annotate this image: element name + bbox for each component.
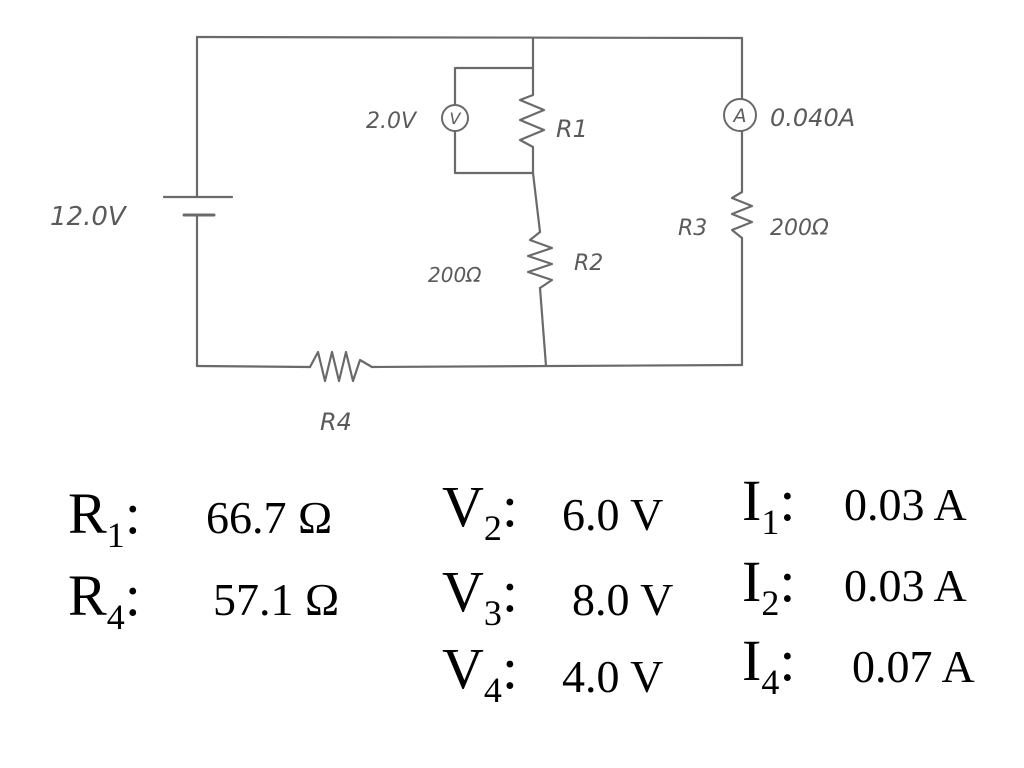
result-symbol: I xyxy=(742,628,762,693)
result-v4: V4: 4.0 V xyxy=(442,636,664,710)
result-i4: I4: 0.07 A xyxy=(742,628,975,702)
result-value: 0.07 A xyxy=(852,641,975,692)
resistor-r1 xyxy=(518,66,546,175)
result-symbol: V xyxy=(442,474,484,539)
battery-symbol xyxy=(162,195,234,217)
result-subscript: 2 xyxy=(761,583,780,623)
bottom-wire-left xyxy=(195,364,312,369)
resistor-r4 xyxy=(308,350,374,383)
result-symbol: R xyxy=(68,563,107,628)
result-symbol: I xyxy=(742,468,762,533)
circuit-diagram: V A 12.0V 2.0V R1 0.040A R3 200Ω 200Ω R2… xyxy=(50,35,855,436)
resistor-r2 xyxy=(526,230,554,290)
r4-label: R4 xyxy=(320,408,352,436)
ammeter-reading-label: 0.040A xyxy=(770,104,855,132)
top-wire xyxy=(195,35,744,40)
result-value: 8.0 V xyxy=(572,574,674,625)
result-r1: R1: 66.7 Ω xyxy=(68,481,333,555)
resistor-r3 xyxy=(730,190,754,240)
result-symbol: R xyxy=(68,481,107,546)
r3-label: R3 xyxy=(678,216,707,241)
voltmeter-icon: V xyxy=(441,104,469,132)
result-r4: R4: 57.1 Ω xyxy=(68,563,340,637)
r3-value-label: 200Ω xyxy=(770,216,829,241)
middle-wire-mid xyxy=(531,171,542,234)
result-symbol: I xyxy=(742,549,762,614)
result-i2: I2: 0.03 A xyxy=(742,549,967,623)
result-subscript: 1 xyxy=(761,502,780,542)
middle-wire-bottom xyxy=(538,286,548,368)
result-subscript: 4 xyxy=(106,597,125,637)
r2-value-label: 200Ω xyxy=(428,263,482,287)
result-subscript: 4 xyxy=(761,662,780,702)
result-value: 57.1 Ω xyxy=(213,574,340,625)
result-symbol: V xyxy=(442,636,484,701)
ammeter-icon: A xyxy=(723,98,757,132)
result-subscript: 4 xyxy=(483,670,502,710)
result-subscript: 1 xyxy=(106,515,125,555)
svg-text:V: V xyxy=(450,109,462,128)
result-v2: V2: 6.0 V xyxy=(442,474,664,548)
voltmeter-reading-label: 2.0V xyxy=(366,109,418,134)
result-value: 0.03 A xyxy=(844,479,967,530)
result-subscript: 2 xyxy=(483,508,502,548)
svg-text:A: A xyxy=(732,105,747,127)
result-value: 6.0 V xyxy=(562,489,664,540)
result-value: 66.7 Ω xyxy=(206,492,333,543)
result-symbol: V xyxy=(442,559,484,624)
battery-label: 12.0V xyxy=(50,202,128,232)
result-value: 4.0 V xyxy=(562,651,664,702)
result-v3: V3: 8.0 V xyxy=(442,559,674,633)
bottom-wire-right xyxy=(370,363,744,369)
r2-label: R2 xyxy=(574,251,603,276)
result-i1: I1: 0.03 A xyxy=(742,468,967,542)
result-value: 0.03 A xyxy=(844,560,967,611)
result-subscript: 3 xyxy=(483,593,502,633)
r1-label: R1 xyxy=(556,115,588,143)
